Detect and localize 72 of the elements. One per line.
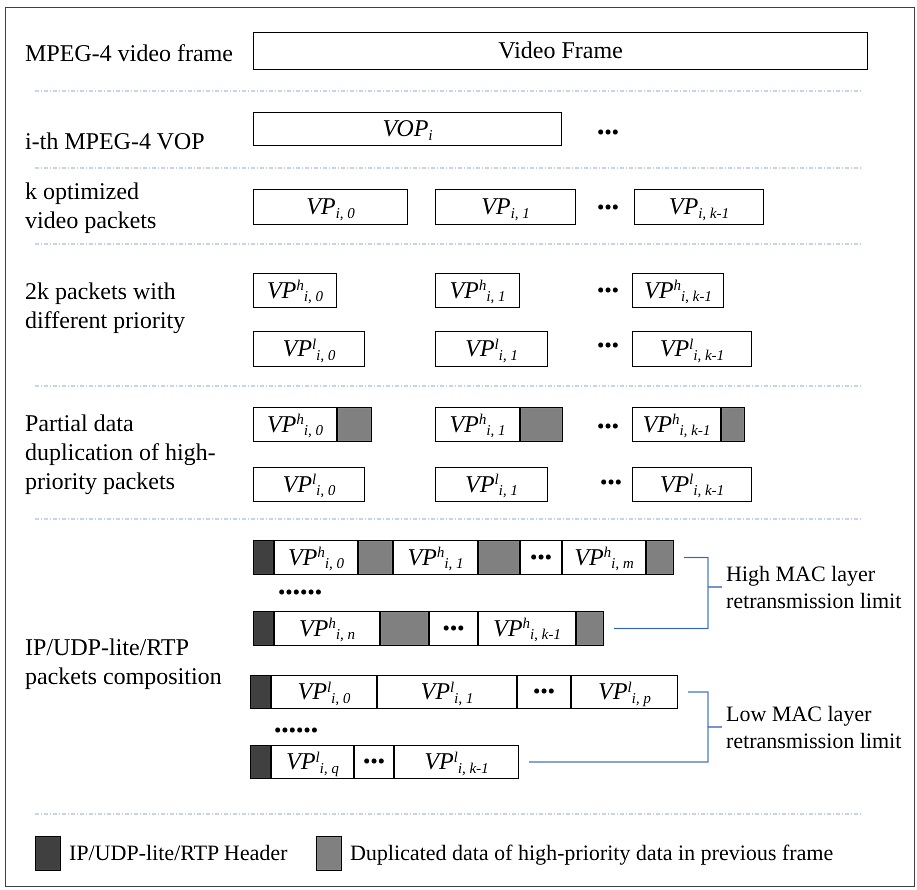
packet-box [274,540,358,575]
duplicate-data-block [520,407,563,442]
ellipsis-dots: ••• [442,614,465,642]
packet-box [632,331,752,367]
ellipsis-dots: ••• [600,469,622,496]
duplicate-data-block [337,407,372,442]
ellipsis-dots: ••• [596,119,620,146]
packet-box [253,407,337,442]
packet-box [253,32,868,70]
ellipsis-dots: ••• [530,544,552,571]
packet-box [271,745,354,779]
packet-box [393,540,478,575]
legend-label: Duplicated data of high-priority data in previous frame [350,839,834,867]
packet-box [253,467,365,502]
duplicate-data-block [478,540,520,575]
packet-label: Video Frame [498,37,623,66]
ellipsis-dots: •••••• [274,717,318,744]
packet-box [435,273,520,308]
duplicate-data-block [646,540,674,575]
duplicate-data-block [721,407,745,442]
header-block [253,611,274,646]
packet-box [478,611,576,646]
packet-label: VP$_{i, 1}$ [481,195,530,219]
legend-label: IP/UDP-lite/RTP Header [69,839,288,867]
packet-label: VP$_{i, k-1}$ [668,195,730,219]
packet-box [435,467,548,502]
packet-label: VP$_{i, 0}$ [306,195,355,219]
ellipsis-dots: ••• [596,332,620,359]
packet-box [571,675,678,709]
header-block [253,540,274,575]
ellipsis-dots: ••• [362,748,386,776]
row-label: i-th MPEG-4 VOP [25,128,205,157]
packet-box [517,675,571,709]
packet-box [394,745,519,779]
ellipsis-dots: ••• [532,678,556,706]
packet-box [435,407,520,442]
duplicate-data-block [358,540,393,575]
header-block [250,745,271,779]
duplicate-data-block [380,611,429,646]
packet-box [377,675,517,709]
packet-box [435,331,548,367]
packet-box [435,189,576,225]
packet-box [429,611,478,646]
bracket-line [529,726,722,763]
row-label: IP/UDP-lite/RTP packets composition [25,634,223,692]
ellipsis-dots: ••• [596,277,620,304]
row-label: MPEG-4 video frame [25,40,233,69]
limit-label: Low MAC layer retransmission limit [726,700,902,754]
row-label: k optimized video packets [25,178,158,236]
packet-box [632,273,724,308]
packet-label: VOP$_{i}$ [382,117,433,141]
packet-box [562,540,646,575]
packet-box [632,467,752,502]
packet-box [253,331,365,367]
packet-box [271,675,377,709]
header-block [250,675,271,709]
packet-box [634,189,764,225]
limit-label: High MAC layer retransmission limit [726,560,902,614]
duplicate-data-block [576,611,604,646]
ellipsis-dots: ••• [596,194,620,221]
ellipsis-dots: •••••• [278,579,322,606]
packet-box [253,273,337,308]
packet-box [253,189,408,225]
packet-box [274,611,380,646]
row-label: Partial data duplication of high-priority packets [25,410,217,497]
row-label: 2k packets with different priority [25,278,186,336]
packet-box [253,112,562,146]
packet-box [520,540,562,575]
packet-box [632,407,721,442]
ellipsis-dots: ••• [596,413,620,440]
packet-box [354,745,394,779]
bracket-line [614,586,722,630]
